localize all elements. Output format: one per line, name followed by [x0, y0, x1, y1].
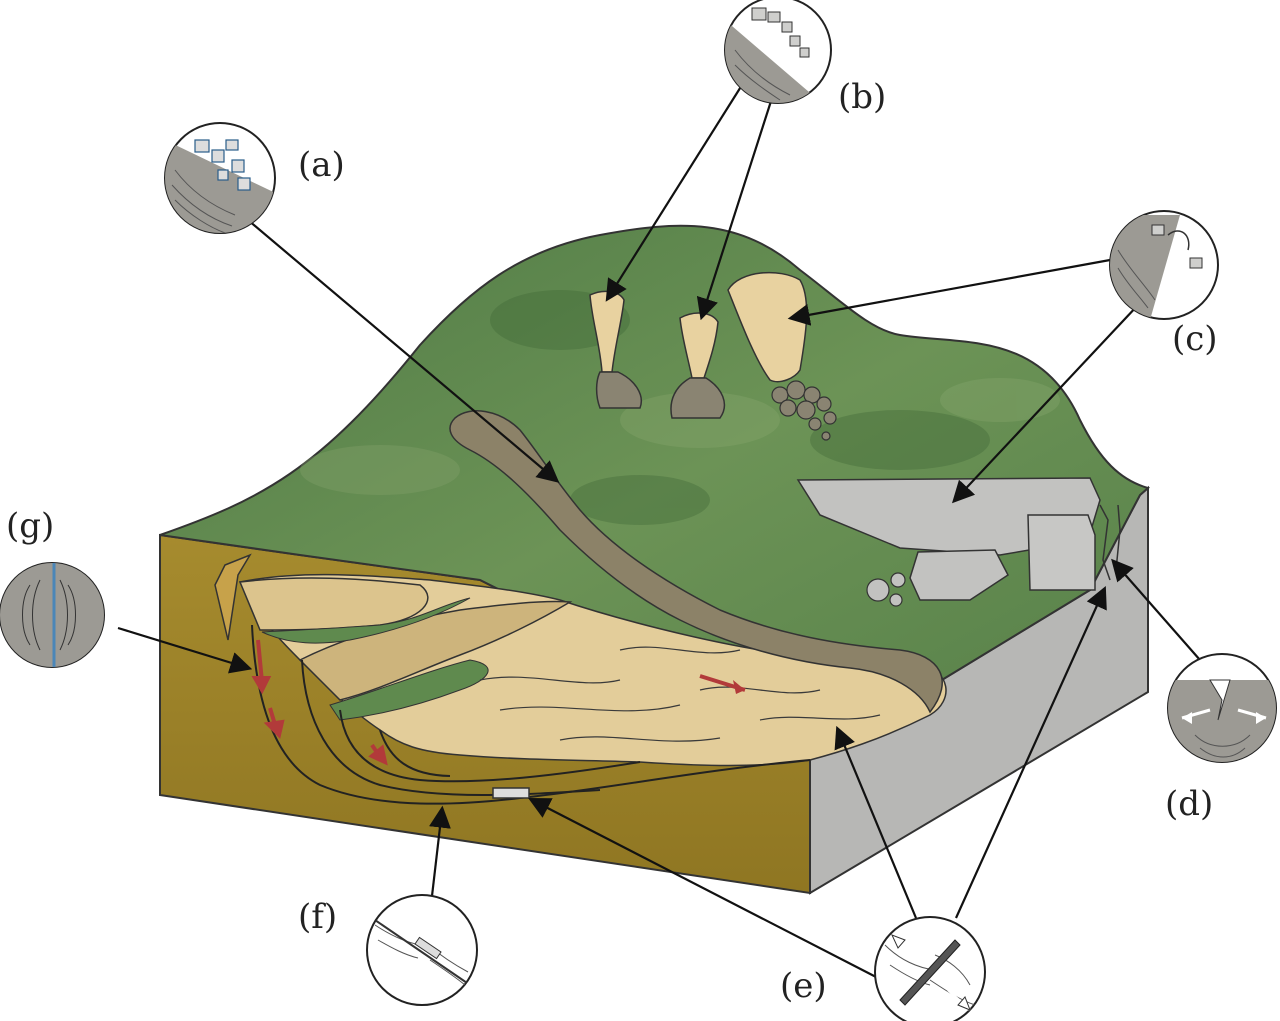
label-g: (g)	[6, 506, 54, 546]
label-c: (c)	[1172, 319, 1218, 359]
grass-texture	[300, 290, 1060, 525]
label-d: (d)	[1165, 784, 1213, 824]
spreading-block-small	[909, 549, 1009, 601]
mass-movement-arrowhead	[733, 680, 745, 694]
grass-surface	[159, 224, 1151, 762]
inset-d-lateral-spread	[1167, 653, 1277, 763]
inset-c-rock-fall	[1109, 210, 1219, 320]
label-f: (f)	[298, 897, 337, 937]
rockfall-chute-middle	[670, 312, 726, 419]
inset-f-basal-shear	[366, 894, 478, 1006]
mass-texture-lines	[479, 646, 881, 742]
inset-e-shear-plane	[874, 916, 986, 1021]
inset-g-tension-crack	[0, 562, 105, 668]
toppling-slide-scar	[727, 271, 837, 441]
slip-red-arrows	[251, 639, 388, 766]
grass-strip-1	[261, 597, 471, 644]
pointer-arrows	[117, 84, 1201, 979]
fallen-boulders	[866, 572, 906, 607]
main-scarp	[214, 553, 252, 641]
toppling-column	[1027, 514, 1096, 591]
debris-flow-channel	[449, 410, 943, 714]
inset-a-debris-flow	[164, 122, 276, 234]
label-a: (a)	[298, 145, 345, 185]
label-e: (e)	[780, 966, 827, 1006]
inset-b-rock-slide	[724, 0, 832, 104]
grass-strip-2	[329, 659, 489, 721]
basal-shear-zone	[492, 787, 530, 799]
label-b: (b)	[838, 77, 886, 117]
crack-lines	[1099, 504, 1121, 581]
rockfall-chute-left	[589, 290, 642, 409]
